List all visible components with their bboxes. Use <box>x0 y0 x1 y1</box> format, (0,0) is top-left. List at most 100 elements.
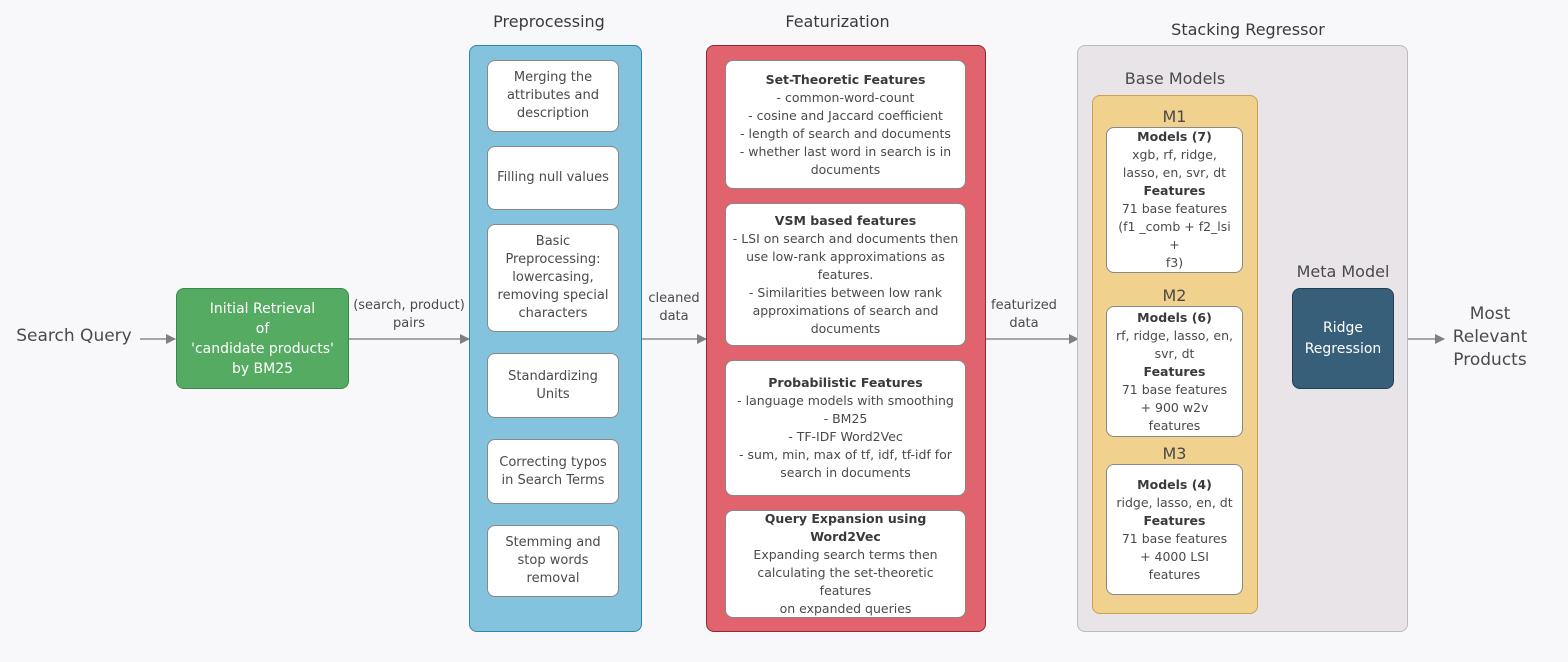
model-set-label-m3: M3 <box>1162 444 1187 463</box>
featurization-title: Featurization <box>785 12 890 31</box>
prep-step-stemming: Stemming and stop words removal <box>487 525 619 597</box>
step-line: Stemming and <box>505 535 601 550</box>
prep-step-standardizing-units: Standardizing Units <box>487 353 619 418</box>
models-line: lasso, en, svr, dt <box>1122 165 1227 180</box>
search-query-label: Search Query <box>16 326 132 346</box>
step-line: attributes and <box>506 88 600 103</box>
features-line: + 4000 LSI <box>1140 548 1209 564</box>
feature-line: - length of search and documents <box>740 125 951 141</box>
feature-group-query-expansion: Query Expansion using Word2Vec Expanding… <box>725 510 966 618</box>
model-set-m3: Models (4) ridge, lasso, en, dt Features… <box>1106 464 1243 595</box>
feature-group-vsm: VSM based features - LSI on search and d… <box>725 203 966 346</box>
features-line: 71 base features <box>1121 201 1228 216</box>
model-set-m1: Models (7) xgb, rf, ridge, lasso, en, sv… <box>1106 127 1243 273</box>
retrieval-line: Initial Retrieval <box>209 300 316 317</box>
feature-line: search in documents <box>780 465 911 480</box>
output-line: Most <box>1469 304 1511 324</box>
models-heading: Models (6) <box>1137 309 1212 325</box>
preprocessing-title: Preprocessing <box>493 12 605 31</box>
meta-model-line: Ridge <box>1322 319 1363 336</box>
edge-label-cleaned-data: cleaned data <box>642 290 706 326</box>
feature-group-set-theoretic: Set-Theoretic Features - common-word-cou… <box>725 60 966 189</box>
feature-line: features. <box>817 266 874 282</box>
prep-step-basic-preprocessing: Basic Preprocessing: lowercasing, removi… <box>487 224 619 332</box>
features-heading: Features <box>1143 183 1206 198</box>
edge-label-featurized-data: featurized data <box>984 297 1064 333</box>
edge-label-line: cleaned <box>648 291 700 306</box>
feature-group-probabilistic: Probabilistic Features - language models… <box>725 360 966 496</box>
features-line: + 900 w2v features <box>1140 399 1209 433</box>
edge-label-search-product-pairs: (search, product) pairs <box>349 297 469 333</box>
step-line: lowercasing, <box>512 270 594 285</box>
prep-step-merging: Merging the attributes and description <box>487 60 619 132</box>
step-line: Preprocessing: <box>505 252 601 267</box>
features-line: 71 base features <box>1121 381 1228 397</box>
output-line: Products <box>1453 350 1527 370</box>
meta-model-line: Regression <box>1304 340 1382 357</box>
feature-line: on expanded queries <box>779 601 912 616</box>
feature-line: approximations of search and <box>752 302 939 318</box>
features-heading: Features <box>1143 363 1206 379</box>
step-line: description <box>516 106 590 121</box>
feature-line: - sum, min, max of tf, idf, tf-idf for <box>739 447 952 462</box>
step-line: Filling null values <box>497 170 609 185</box>
prep-step-correcting-typos: Correcting typos in Search Terms <box>487 439 619 504</box>
step-line: Correcting typos <box>499 454 607 470</box>
models-heading: Models (7) <box>1137 129 1212 144</box>
features-line: (f1 _comb + f2_lsi + <box>1118 219 1231 252</box>
step-line: characters <box>518 306 588 321</box>
feature-group-heading: Query Expansion using Word2Vec <box>764 511 927 544</box>
feature-line: - BM25 <box>823 411 868 426</box>
base-models-title: Base Models <box>1124 69 1226 88</box>
output-line: Relevant <box>1452 327 1528 347</box>
step-line: Merging the <box>513 70 593 85</box>
retrieval-line: 'candidate products' <box>191 340 334 357</box>
edge-label-line: pairs <box>393 316 425 331</box>
feature-line: - whether last word in search is in <box>739 143 952 159</box>
initial-retrieval-node: Initial Retrieval of 'candidate products… <box>176 288 349 389</box>
meta-model-title: Meta Model <box>1296 262 1390 281</box>
feature-line: calculating the set-theoretic <box>757 565 934 580</box>
feature-line: - LSI on search and documents then <box>732 230 959 246</box>
feature-group-heading: VSM based features <box>774 212 917 228</box>
features-heading: Features <box>1143 512 1206 528</box>
meta-model-node: Ridge Regression <box>1292 288 1394 389</box>
step-line: removing special <box>497 288 609 303</box>
step-line: stop words <box>517 553 589 568</box>
feature-line: - Similarities between low rank <box>748 284 943 300</box>
step-line: in Search Terms <box>501 472 605 488</box>
step-line: removal <box>526 571 580 586</box>
features-line: 71 base features <box>1121 530 1228 546</box>
prep-step-filling-null: Filling null values <box>487 146 619 210</box>
feature-line: - language models with smoothing <box>737 393 954 408</box>
feature-line: - TF-IDF Word2Vec <box>788 429 903 444</box>
models-line: ridge, lasso, en, dt <box>1116 494 1233 510</box>
feature-line: documents <box>810 161 881 177</box>
feature-group-heading: Set-Theoretic Features <box>765 71 926 87</box>
step-line: Basic <box>535 234 571 249</box>
model-set-label-m1: M1 <box>1162 107 1187 126</box>
models-line: svr, dt <box>1154 345 1195 361</box>
model-set-label-m2: M2 <box>1162 286 1187 305</box>
edge-label-line: data <box>1009 316 1039 331</box>
output-label: Most Relevant Products <box>1444 303 1536 372</box>
edge-label-line: (search, product) <box>353 298 465 313</box>
retrieval-line: by BM25 <box>231 360 294 377</box>
feature-line: - common-word-count <box>776 89 915 105</box>
models-line: xgb, rf, ridge, <box>1132 147 1217 162</box>
step-line: Units <box>536 386 570 402</box>
features-line: f3) <box>1165 255 1184 270</box>
models-heading: Models (4) <box>1137 476 1212 492</box>
feature-line: Expanding search terms then <box>753 547 938 562</box>
feature-line: use low-rank approximations as <box>746 248 945 264</box>
models-line: rf, ridge, lasso, en, <box>1116 327 1233 343</box>
features-line: features <box>1148 566 1201 582</box>
step-line: Standardizing <box>508 368 598 384</box>
stacking-regressor-title: Stacking Regressor <box>1171 20 1325 39</box>
feature-line: features <box>819 583 872 598</box>
model-set-m2: Models (6) rf, ridge, lasso, en, svr, dt… <box>1106 306 1243 437</box>
edge-label-line: featurized <box>991 298 1057 313</box>
retrieval-line: of <box>255 320 270 337</box>
feature-line: documents <box>810 320 881 336</box>
feature-line: - cosine and Jaccard coefficient <box>748 107 943 123</box>
